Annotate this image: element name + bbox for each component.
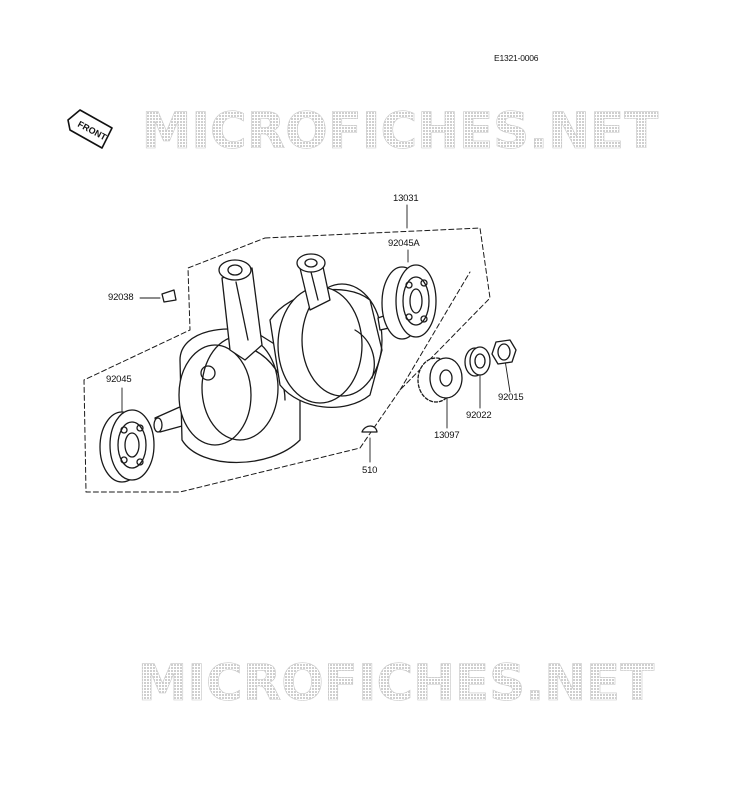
label-92045a: 92045A	[388, 238, 420, 249]
washer	[464, 346, 491, 377]
label-92015: 92015	[498, 392, 524, 403]
front-arrow-icon: FRONT	[67, 109, 113, 149]
watermark-bottom: MICROFICHES.NET	[137, 654, 655, 712]
key-bottom	[361, 425, 378, 433]
drawing-code: E1321-0006	[494, 53, 539, 63]
label-92045: 92045	[106, 374, 132, 385]
crank-web-right	[269, 283, 383, 408]
label-92038: 92038	[108, 292, 134, 303]
watermark-text-top: MICROFICHES.NET	[142, 102, 659, 160]
bearing-right	[381, 264, 437, 340]
nut	[491, 339, 517, 365]
watermark-text-bottom: MICROFICHES.NET	[138, 654, 655, 712]
label-510: 510	[362, 465, 378, 476]
label-92022: 92022	[466, 410, 492, 421]
connecting-rod-left	[218, 259, 263, 361]
watermark-top: MICROFICHES.NET	[141, 102, 659, 160]
gear	[417, 357, 463, 403]
crank-web-left	[178, 328, 301, 464]
key-left	[161, 289, 177, 303]
label-13031: 13031	[393, 193, 419, 204]
bearing-left	[99, 409, 155, 483]
label-13097: 13097	[434, 430, 460, 441]
connecting-rod-right	[296, 253, 331, 311]
